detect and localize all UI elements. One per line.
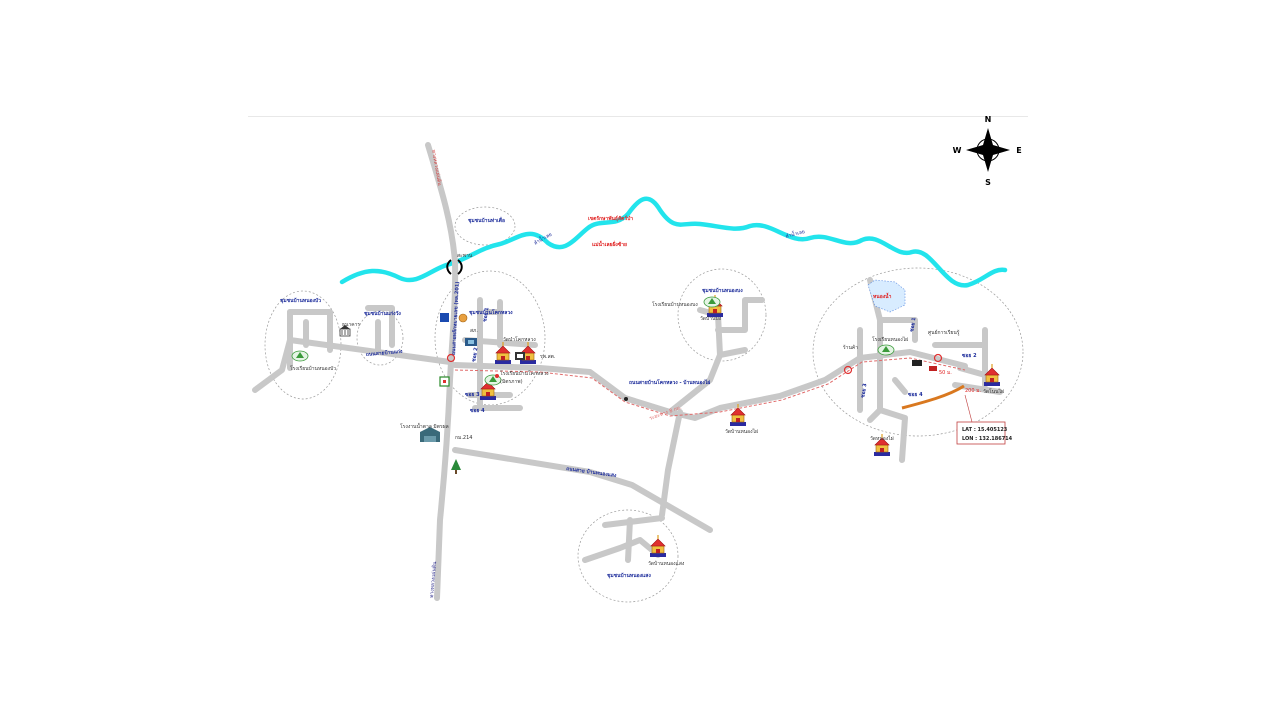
- police-label: สภ.: [470, 328, 478, 334]
- distance-200-label: 200 ม.: [965, 388, 981, 394]
- school-icon: [877, 344, 895, 356]
- temple-center-label: วัดป่าโคกหลวง: [503, 336, 536, 343]
- hwy-mid-label: ถนนสายหลักหมายเลข (ทล.201): [450, 281, 461, 355]
- coordinates-box: LAT : 15.405123 LON : 132.186714: [956, 421, 1013, 445]
- bank-icon: [339, 325, 351, 337]
- lat-label: LAT : 15.405123: [962, 427, 1008, 433]
- comm-north-label: ชุมชนบ้านท่าเตื่อ: [468, 216, 505, 224]
- compass-w: W: [953, 146, 962, 155]
- soi-east-4-label: ซอย 4: [908, 392, 923, 398]
- road-south-label: ถนนสาย บ้านหนองแสง: [566, 465, 618, 479]
- soi-2-label: ซอย 2: [471, 346, 480, 362]
- school-ne-label: โรงเรียนบ้านหนองบง: [652, 301, 698, 308]
- frame-top-line: [248, 116, 1028, 117]
- soi-east-3-label: ซอย 3: [860, 382, 869, 398]
- comm-ne-label: ชุมชนบ้านหนองบง: [702, 287, 743, 294]
- office-east-label: ศูนย์การเรียนรู้: [928, 329, 960, 336]
- school-east-label: โรงเรียนหนองไผ่: [872, 336, 908, 343]
- school-icon: [291, 350, 309, 362]
- soi-east-2-label: ซอย 2: [962, 353, 977, 359]
- temple-ne-label: วัดบ้านบง: [700, 315, 722, 322]
- hospital-label: รพ.สต.: [540, 354, 556, 360]
- comm-center-label: ชุมชนบ้านโคกหลวง: [469, 309, 513, 316]
- km-label: กม.214: [455, 435, 472, 441]
- roads: [252, 142, 1003, 601]
- distance-50-label: 50 ม.: [939, 370, 952, 376]
- hospital-icon: [515, 352, 525, 360]
- location-pin-icon: [446, 353, 943, 401]
- soi-4-label: ซอย 4: [470, 408, 485, 414]
- hwy-bottom-label: ทางหลวงแผ่นดิน: [428, 561, 438, 598]
- compass-rose-icon: N S E W: [953, 115, 1022, 187]
- bank-label: ธนาคาร: [342, 322, 360, 328]
- tree-icon: [451, 459, 461, 474]
- gas-station-icon: [440, 313, 449, 322]
- temple-icon: [649, 534, 667, 558]
- river-label-bottom: แม่น้ำเลยฝั่งซ้าย: [592, 239, 627, 248]
- route-dashed-line: [454, 357, 966, 417]
- comm-south-label: ชุมชนบ้านหนองแสง: [607, 572, 651, 579]
- bridge-icon: [446, 259, 463, 275]
- road-west-label: ถนนสายบ้านแก่ง: [366, 348, 404, 358]
- soi-east-1-label: ซอย 1: [909, 316, 918, 332]
- school-icon: [703, 296, 721, 308]
- temple-south-label: วัดบ้านหนองแสง: [648, 560, 685, 567]
- comm-far-west-label: ชุมชนบ้านหนองบัว: [280, 297, 321, 304]
- school-center-label-1: โรงเรียนบ้านโคกหลวง: [500, 370, 549, 377]
- shop-label: ร้านค้า: [843, 344, 859, 351]
- factory-label: โรงงานน้ำตาล มิตรผล: [400, 421, 449, 430]
- lon-label: LON : 132.186714: [962, 436, 1013, 442]
- temple-mid-label: วัดบ้านหนองไผ่: [725, 428, 758, 435]
- river-label-top: เขตรักษาพันธุ์สัตว์ป่า: [588, 215, 633, 222]
- police-icon: [465, 338, 477, 346]
- compass-e: E: [1016, 146, 1021, 155]
- comm-west2-label: ชุมชนบ้านแก่งวัง: [364, 310, 401, 317]
- bridge-label: สะพาน: [457, 253, 473, 259]
- temple-east-label-1: วัดหนองไผ่: [870, 435, 894, 442]
- compass-n: N: [985, 115, 992, 124]
- highlight-road: [901, 384, 965, 410]
- soi-1-label: ซอย 1: [482, 306, 491, 322]
- compass-s: S: [985, 178, 991, 187]
- pond: [867, 279, 906, 313]
- factory-icon: [420, 427, 440, 442]
- soi-3-label: ซอย 3: [465, 392, 480, 398]
- school-west-label: โรงเรียนบ้านหนองบัว: [290, 365, 336, 372]
- school-center-label-2: (มิตรภาพ): [500, 378, 523, 385]
- river: [339, 196, 1008, 288]
- pond-label: หนองน้ำ: [873, 291, 892, 300]
- route-label: ถนนสายบ้านโคกหลวง - บ้านหนองไผ่: [629, 379, 710, 386]
- temple-east-label-2: วัดโนนไผ่: [983, 388, 1004, 395]
- market-icon: [458, 313, 468, 323]
